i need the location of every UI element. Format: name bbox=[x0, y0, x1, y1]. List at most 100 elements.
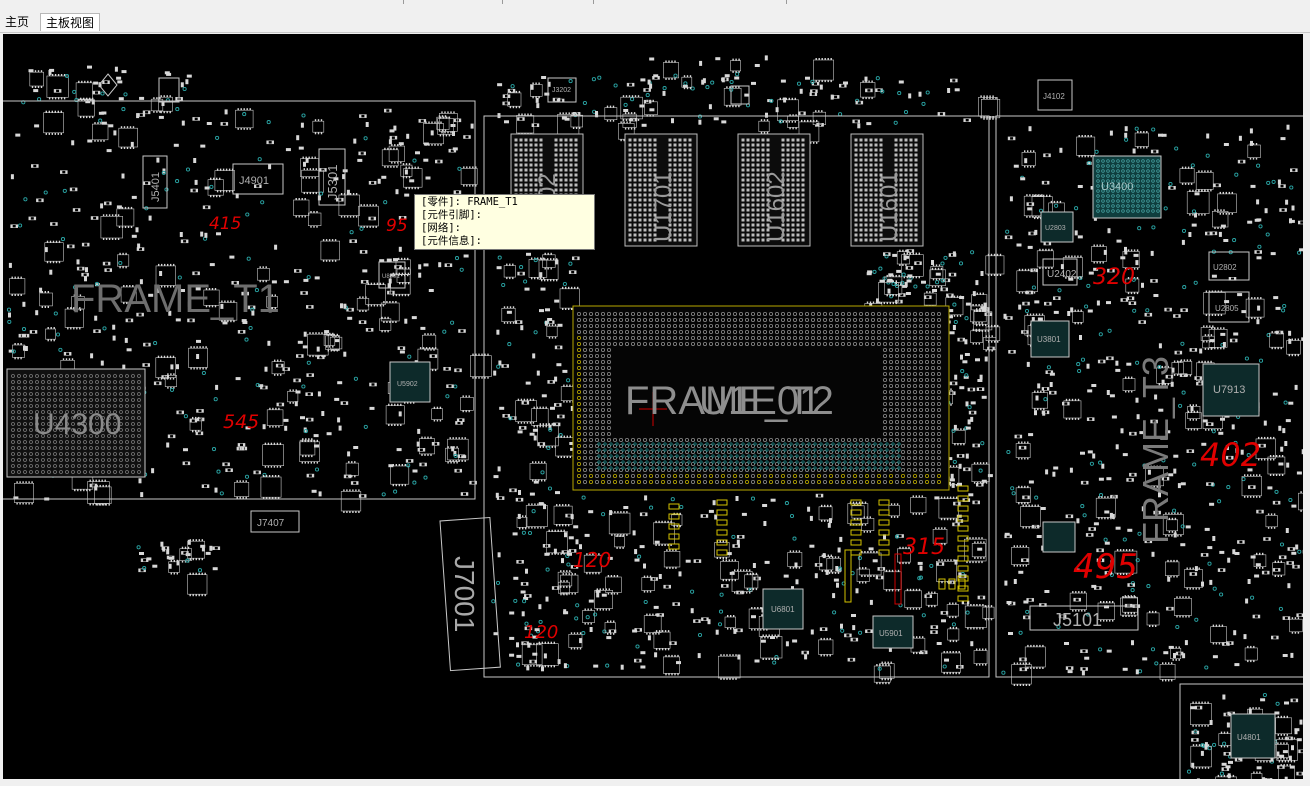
u4300-label: U4300 bbox=[33, 408, 121, 441]
smd-pad bbox=[389, 129, 395, 133]
passive-component bbox=[531, 123, 540, 127]
passive-component bbox=[1221, 767, 1230, 771]
j7407-outline[interactable] bbox=[250, 510, 300, 533]
ic-footprint bbox=[641, 575, 655, 593]
passive-component bbox=[1008, 349, 1016, 354]
ic-footprint bbox=[1241, 474, 1262, 498]
smd-pad bbox=[126, 348, 132, 352]
u2803-outline[interactable] bbox=[1040, 211, 1074, 243]
passive-component bbox=[949, 381, 958, 386]
smd-pad bbox=[176, 364, 179, 370]
ic-footprint bbox=[818, 637, 834, 657]
smd-pad bbox=[1196, 778, 1200, 779]
passive-component bbox=[196, 409, 204, 413]
smd-pad bbox=[91, 99, 95, 105]
smd-pad bbox=[387, 283, 391, 289]
j3202-outline[interactable] bbox=[547, 77, 577, 103]
passive-component bbox=[1080, 480, 1089, 485]
smd-pad bbox=[148, 293, 154, 297]
smd-pad bbox=[1285, 199, 1289, 205]
j5301-label: J5301 bbox=[325, 165, 340, 200]
u5902-label: U5902 bbox=[397, 381, 418, 388]
passive-component bbox=[801, 650, 810, 655]
via bbox=[917, 576, 922, 581]
smd-pad bbox=[918, 91, 922, 97]
smd-pad bbox=[1247, 468, 1253, 472]
u2802-outline[interactable] bbox=[1208, 251, 1250, 281]
smd-pad bbox=[962, 360, 968, 364]
pu-outline[interactable] bbox=[1042, 521, 1076, 553]
u4801-outline[interactable] bbox=[1230, 713, 1276, 759]
passive-component bbox=[72, 208, 81, 212]
j7001-outline[interactable] bbox=[439, 516, 501, 672]
passive-component bbox=[1225, 455, 1234, 460]
smd-pad bbox=[214, 487, 218, 493]
u2402-outline[interactable] bbox=[1042, 258, 1078, 286]
u6801-outline[interactable] bbox=[762, 588, 804, 630]
via bbox=[792, 536, 797, 541]
passive-component bbox=[815, 493, 824, 498]
ic-footprint bbox=[985, 324, 1001, 343]
smd-pad bbox=[644, 495, 648, 501]
via bbox=[952, 302, 957, 307]
tab-home[interactable]: 主页 bbox=[0, 13, 35, 31]
tab-board-view[interactable]: 主板视图 bbox=[40, 13, 101, 31]
small-ic-outline[interactable] bbox=[158, 77, 180, 103]
smd-pad bbox=[1141, 506, 1145, 512]
smd-pad bbox=[121, 70, 127, 74]
smd-pad bbox=[649, 83, 653, 89]
via bbox=[1137, 226, 1142, 231]
j5301-outline[interactable] bbox=[318, 148, 346, 206]
smd-pad bbox=[333, 177, 339, 181]
smd-pad bbox=[1194, 566, 1198, 572]
ic-footprint bbox=[203, 288, 220, 308]
smd-pad bbox=[1296, 471, 1302, 475]
j5101-outline[interactable] bbox=[1029, 605, 1139, 631]
via bbox=[1265, 232, 1270, 237]
u5902-outline[interactable] bbox=[389, 361, 431, 403]
ic-footprint bbox=[604, 105, 618, 122]
smd-pad bbox=[44, 247, 48, 253]
j5401-outline[interactable] bbox=[142, 155, 168, 209]
via bbox=[1084, 304, 1089, 309]
small-ic-outline[interactable] bbox=[730, 85, 750, 105]
passive-component bbox=[1041, 180, 1050, 185]
passive-component bbox=[517, 117, 525, 121]
ic-footprint bbox=[438, 111, 458, 134]
passive-component bbox=[36, 198, 44, 203]
smd-pad bbox=[981, 395, 987, 399]
via bbox=[1018, 630, 1023, 635]
via bbox=[1082, 513, 1087, 518]
smd-pad bbox=[450, 124, 456, 127]
passive-component bbox=[557, 414, 565, 419]
smd-pad bbox=[975, 358, 980, 362]
via bbox=[1132, 308, 1137, 313]
smd-pad bbox=[302, 345, 308, 349]
pcb-canvas[interactable]: FRAME_T1 FRAME_T2 U1E01 FRAME_T3 U4300 U… bbox=[3, 34, 1303, 779]
ic-footprint bbox=[39, 291, 53, 308]
j4102-outline[interactable] bbox=[1037, 79, 1073, 111]
via bbox=[213, 397, 218, 402]
u8001-outline[interactable] bbox=[378, 261, 406, 289]
smd-pad bbox=[606, 636, 612, 640]
board-viewer[interactable]: FRAME_T1 FRAME_T2 U1E01 FRAME_T3 U4300 U… bbox=[3, 34, 1303, 779]
via bbox=[679, 504, 684, 510]
via bbox=[1186, 769, 1192, 774]
u3801-outline[interactable] bbox=[1030, 320, 1070, 358]
via bbox=[1219, 771, 1224, 776]
smd-pad bbox=[980, 306, 986, 310]
u2805-outline[interactable] bbox=[1208, 291, 1250, 323]
u7913-outline[interactable] bbox=[1202, 363, 1260, 417]
ic-footprint bbox=[1275, 715, 1292, 736]
j4901-outline[interactable] bbox=[232, 163, 284, 195]
passive-component bbox=[1058, 614, 1067, 619]
u4801-label: U4801 bbox=[1237, 733, 1261, 742]
via bbox=[62, 188, 67, 193]
smd-pad bbox=[398, 142, 404, 146]
smd-pad bbox=[653, 74, 659, 78]
u5901-outline[interactable] bbox=[872, 615, 914, 649]
smd-pad bbox=[775, 107, 779, 113]
ic-footprint bbox=[207, 177, 224, 198]
via bbox=[1226, 485, 1231, 490]
smd-pad bbox=[271, 280, 277, 284]
